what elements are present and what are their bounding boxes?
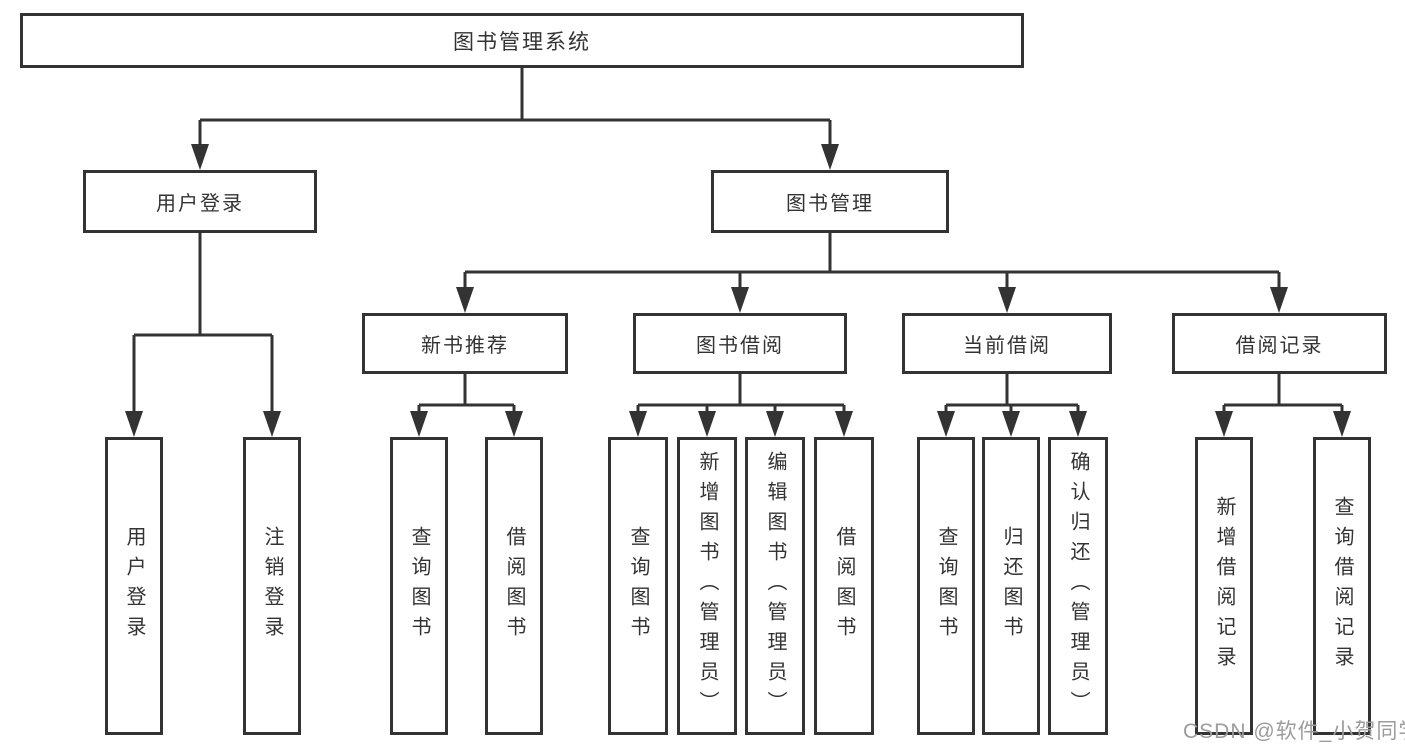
arrowhead [410,411,428,437]
node-leaf-borrow-book-borrowing-label: 借阅图书 [833,526,855,646]
node-current-borrowing: 当前借阅 [902,313,1112,374]
node-leaf-query-borrow-record-label: 查询借阅记录 [1331,496,1353,676]
node-leaf-query-book-current-label: 查询图书 [935,526,957,646]
node-leaf-query-book-recommend-label: 查询图书 [408,526,430,646]
node-leaf-confirm-return-admin-label: 确认归还（管理员） [1067,451,1089,721]
arrowhead [835,411,853,437]
node-leaf-borrow-book-recommend: 借阅图书 [485,437,543,735]
arrowhead [1270,287,1288,313]
node-book-management-label: 图书管理 [786,193,874,215]
node-leaf-query-book-borrowing-label: 查询图书 [627,526,649,646]
node-library-system: 图书管理系统 [20,13,1024,68]
node-user-login-label: 用户登录 [156,193,244,215]
node-book-management: 图书管理 [711,170,949,233]
node-leaf-add-book-admin: 新增图书（管理员） [677,437,737,735]
node-leaf-borrow-book-borrowing: 借阅图书 [814,437,874,735]
arrowhead [1002,411,1020,437]
node-leaf-query-book-current: 查询图书 [917,437,975,735]
csdn-watermark: CSDN @软件_小贺同学 [1183,720,1405,743]
arrowhead [731,287,749,313]
node-leaf-confirm-return-admin: 确认归还（管理员） [1048,437,1108,735]
node-leaf-query-book-recommend: 查询图书 [390,437,448,735]
node-leaf-add-borrow-record: 新增借阅记录 [1195,437,1253,735]
node-leaf-user-login-label: 用户登录 [123,526,145,646]
arrowhead [821,144,839,170]
node-borrowing-records-label: 借阅记录 [1235,335,1324,357]
arrowhead [766,411,784,437]
node-leaf-logout: 注销登录 [243,437,301,735]
arrowhead [191,144,209,170]
node-leaf-query-book-borrowing: 查询图书 [608,437,668,735]
arrowhead [698,411,716,437]
node-book-borrowing-label: 图书借阅 [696,335,784,357]
node-book-borrowing: 图书借阅 [633,313,847,374]
node-leaf-return-book: 归还图书 [982,437,1040,735]
node-library-system-label: 图书管理系统 [453,30,591,54]
node-leaf-query-borrow-record: 查询借阅记录 [1313,437,1371,735]
arrowhead [456,287,474,313]
node-borrowing-records: 借阅记录 [1172,313,1387,374]
arrowhead [1215,411,1233,437]
node-leaf-logout-label: 注销登录 [261,526,283,646]
node-leaf-borrow-book-recommend-label: 借阅图书 [503,526,525,646]
node-new-book-recommend: 新书推荐 [362,313,568,374]
node-current-borrowing-label: 当前借阅 [963,335,1051,357]
arrowhead [505,411,523,437]
node-user-login: 用户登录 [83,170,317,233]
node-leaf-edit-book-admin-label: 编辑图书（管理员） [764,451,786,721]
arrowhead [998,287,1016,313]
arrowhead [1069,411,1087,437]
node-leaf-user-login: 用户登录 [105,437,163,735]
node-leaf-edit-book-admin: 编辑图书（管理员） [745,437,805,735]
node-new-book-recommend-label: 新书推荐 [421,335,509,357]
node-leaf-add-borrow-record-label: 新增借阅记录 [1213,496,1235,676]
node-leaf-return-book-label: 归还图书 [1000,526,1022,646]
arrowhead [125,411,143,437]
arrowhead [629,411,647,437]
arrowhead [937,411,955,437]
node-leaf-add-book-admin-label: 新增图书（管理员） [696,451,718,721]
arrowhead [1333,411,1351,437]
arrowhead [263,411,281,437]
